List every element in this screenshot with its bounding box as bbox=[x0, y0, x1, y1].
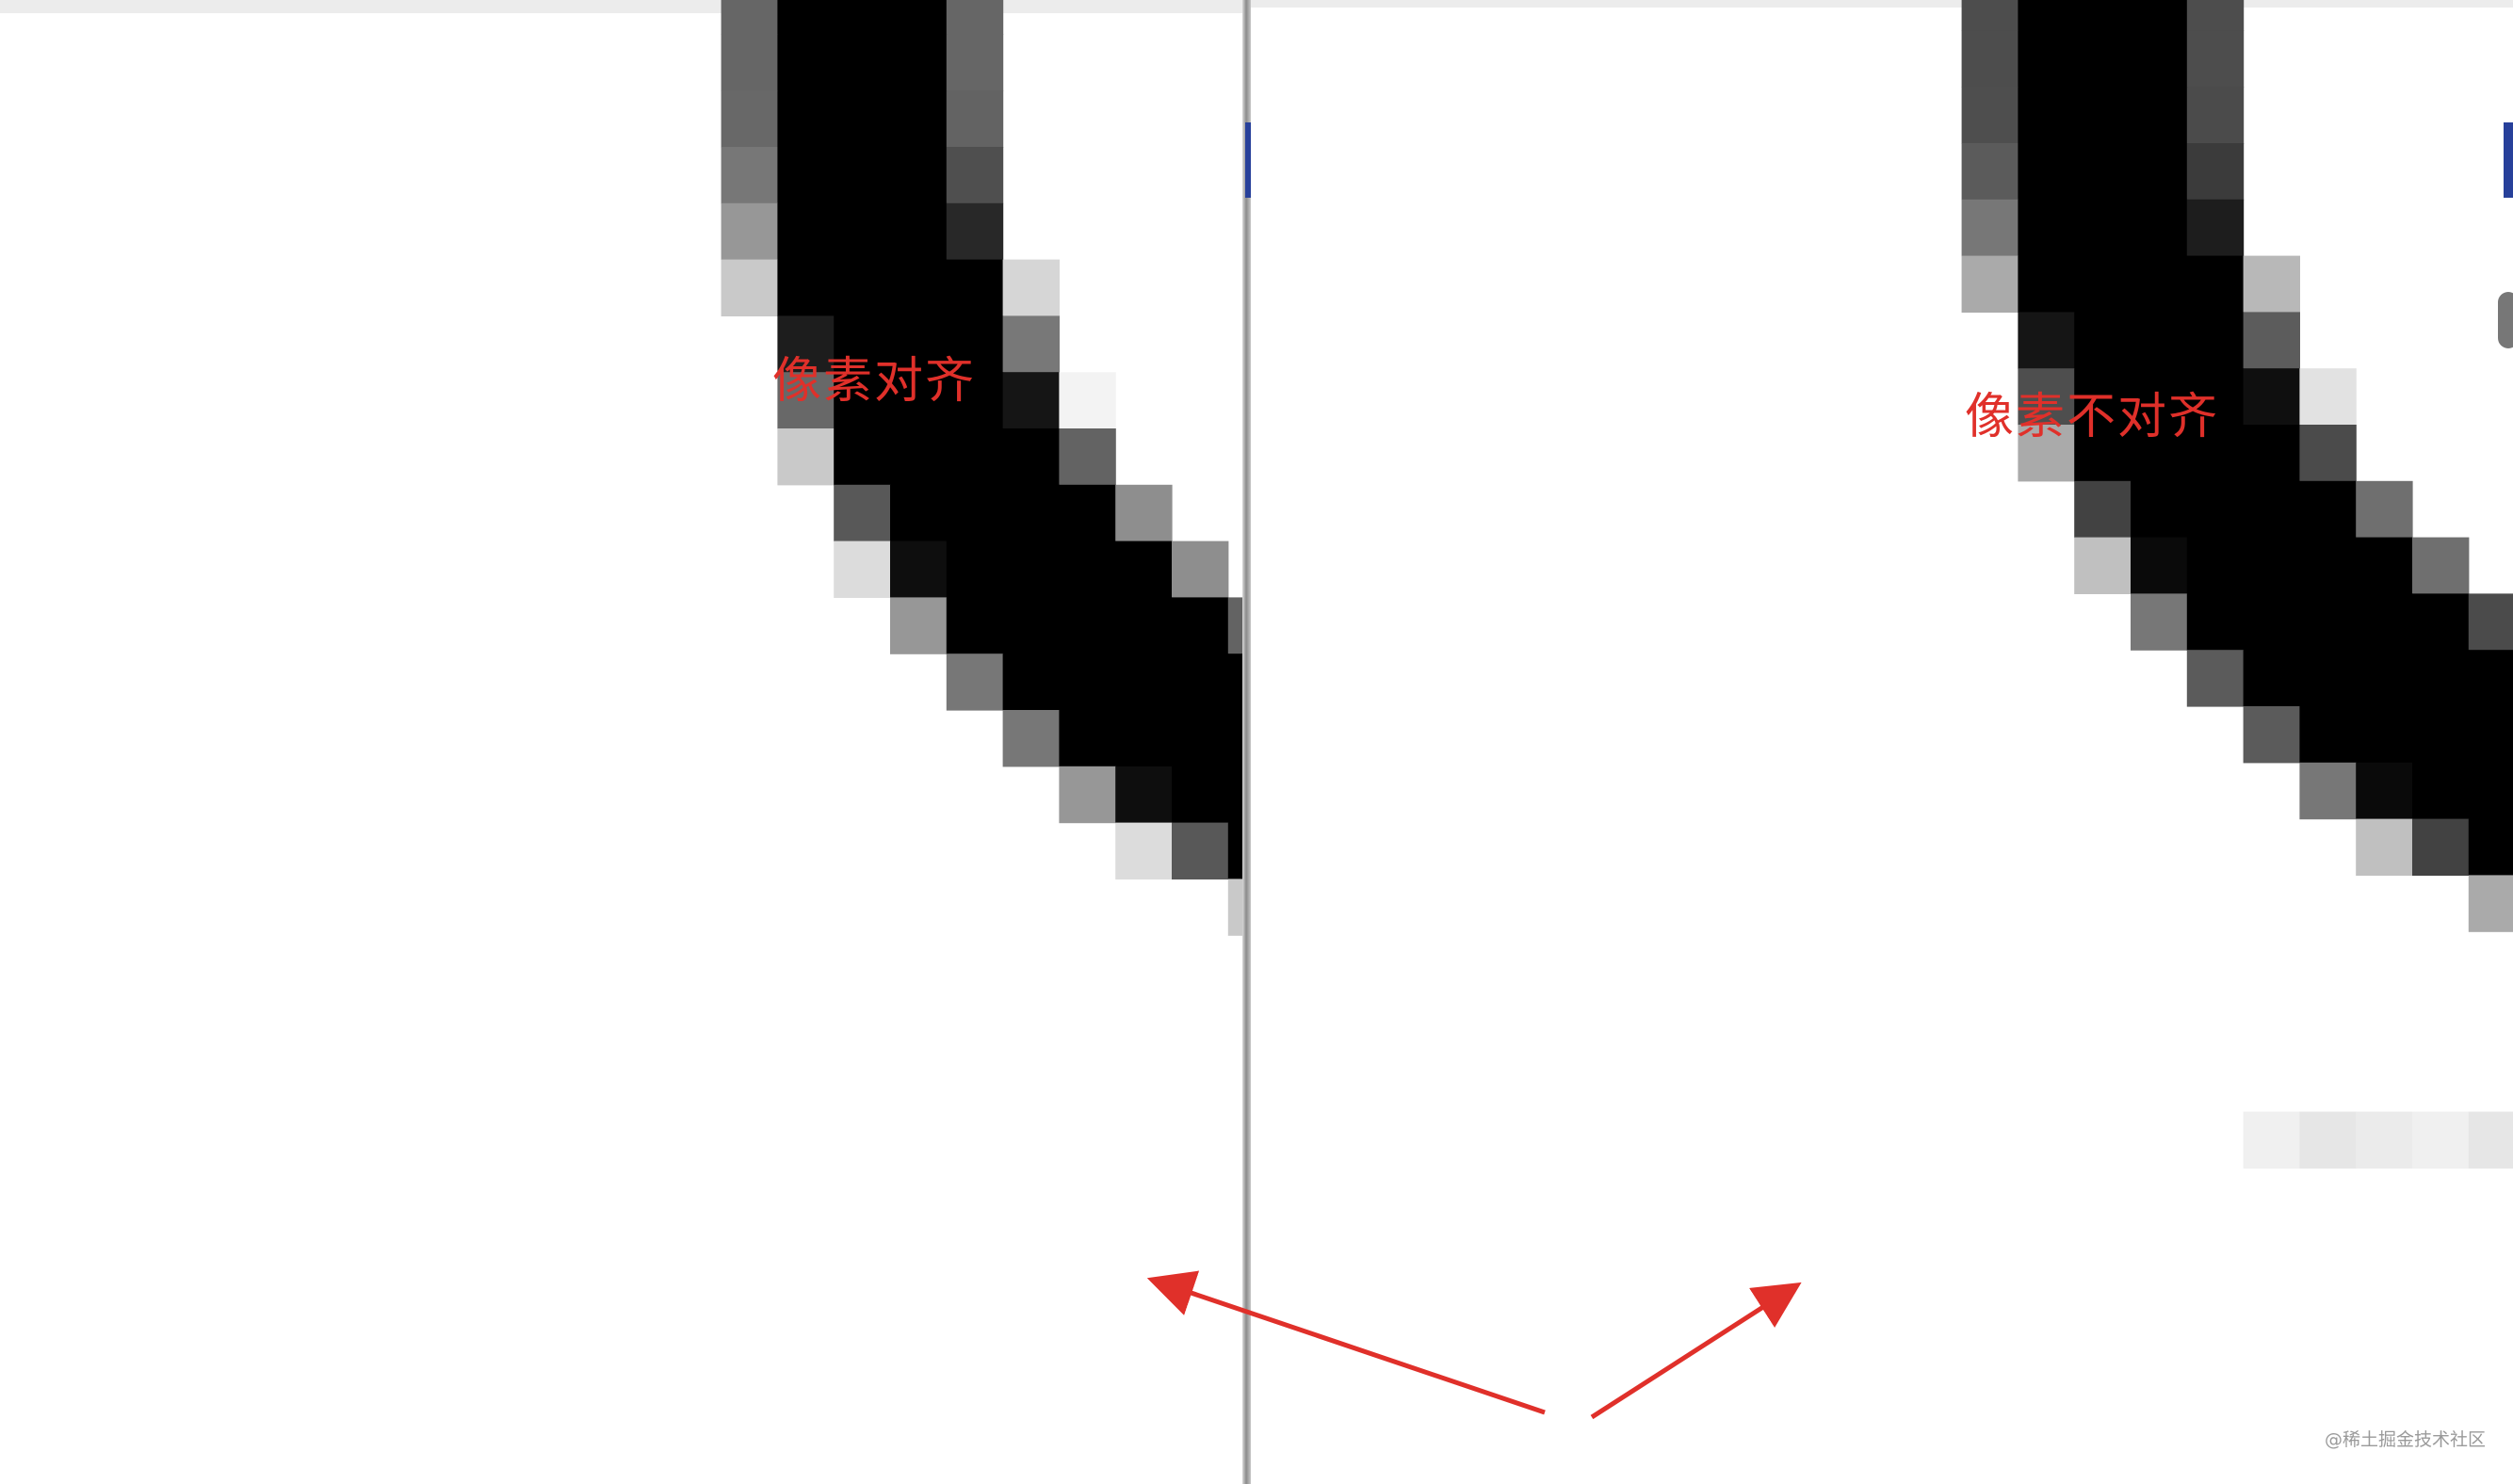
left-screenshot-panel: 像素对齐 bbox=[0, 0, 1242, 1484]
window-divider bbox=[1242, 0, 1251, 1484]
watermark: @稀土掘金技术社区 bbox=[2325, 1429, 2487, 1450]
arrow-icon bbox=[1146, 1270, 1546, 1415]
window-edge-accent bbox=[2504, 122, 2513, 198]
scroll-knob bbox=[2498, 292, 2513, 348]
top-strip bbox=[1251, 0, 2513, 8]
arrow-icon bbox=[1590, 1282, 1802, 1420]
pixel-aligned-curve bbox=[721, 0, 1242, 936]
caption-pixel-misaligned: 像素不对齐 bbox=[1965, 389, 2220, 445]
caption-pixel-aligned: 像素对齐 bbox=[772, 353, 977, 410]
pixel-misaligned-curve bbox=[1961, 0, 2513, 1169]
window-edge-accent bbox=[1245, 122, 1251, 198]
right-screenshot-panel: 像素不对齐 bbox=[1251, 0, 2513, 1484]
